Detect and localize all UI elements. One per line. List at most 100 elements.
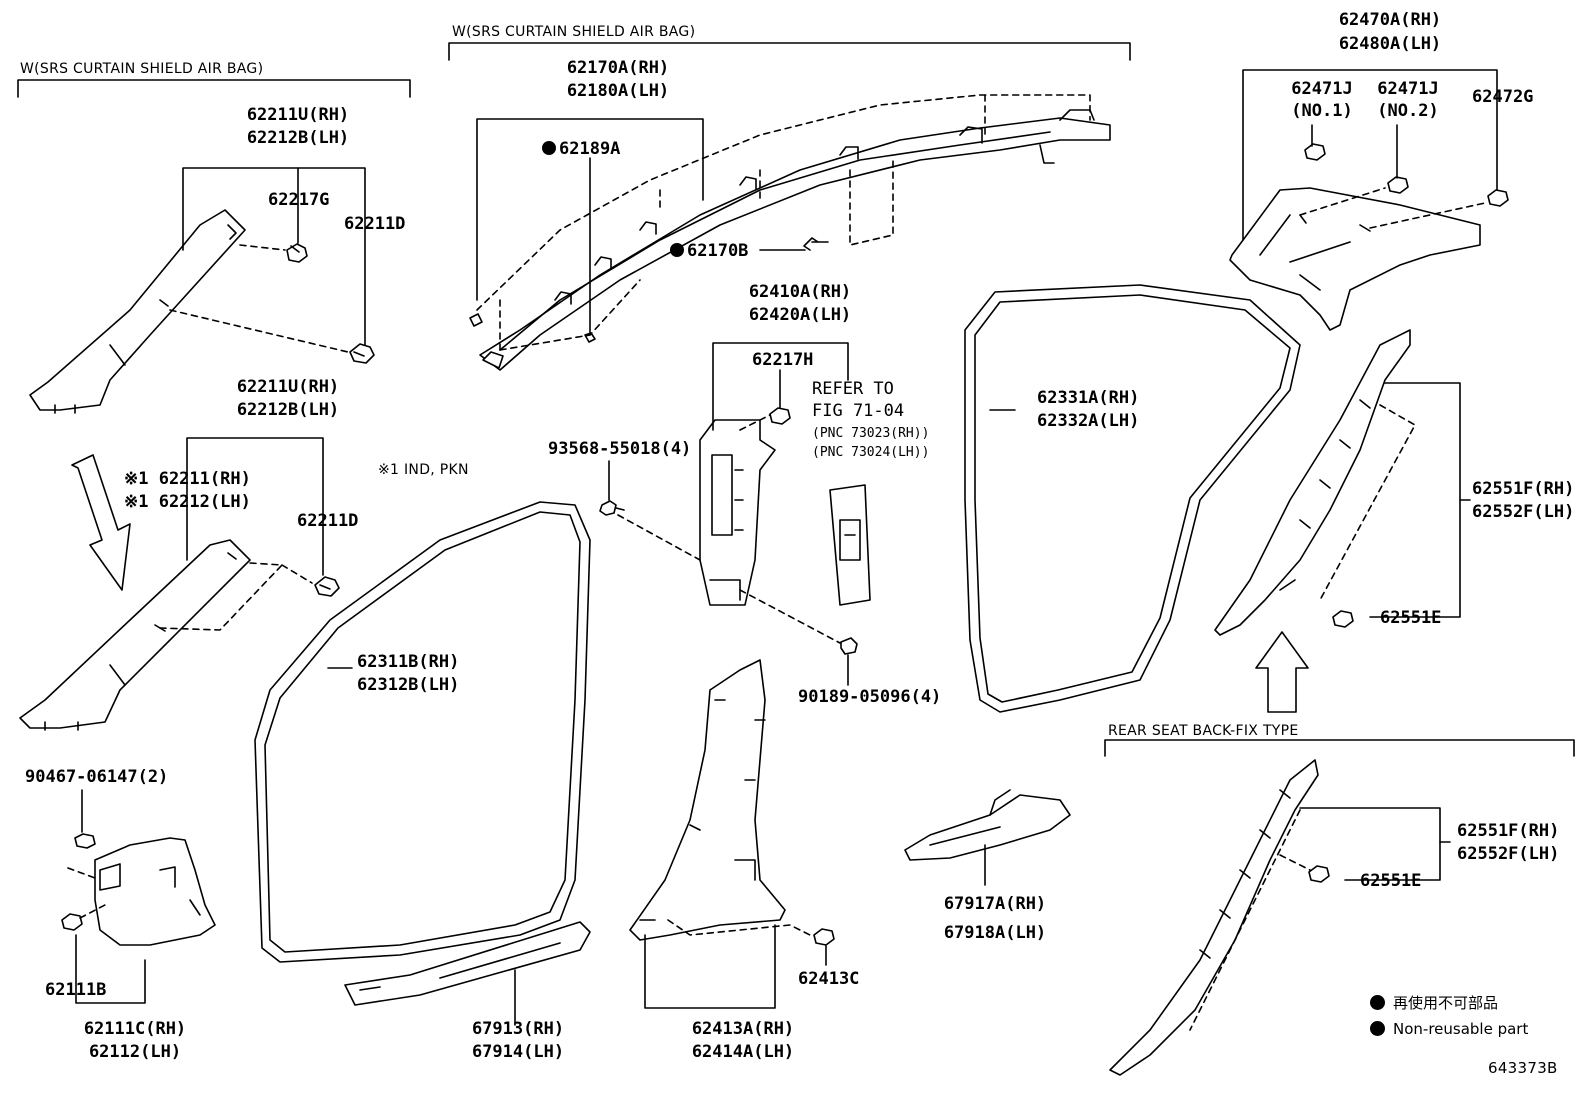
part-62112-lh[interactable]: 62112(LH) xyxy=(88,1042,182,1062)
part-93568-55018[interactable]: 93568-55018(4) xyxy=(548,439,692,459)
non-reusable-bullet-icon xyxy=(670,243,684,257)
leaders-center-upper xyxy=(608,342,849,686)
leaders-center-lower xyxy=(644,919,827,1009)
clips-top-right xyxy=(1304,143,1509,207)
part-62551E-a[interactable]: 62551E xyxy=(1380,608,1442,628)
leaders-top-right xyxy=(1242,69,1498,241)
non-reusable-bullet-icon xyxy=(542,141,556,155)
part-62413A-rh[interactable]: 62413A(RH) xyxy=(691,1019,795,1039)
part-62189A[interactable]: 62189A xyxy=(542,138,620,160)
cowl-side-trim xyxy=(94,837,216,946)
clip-62111B-icon xyxy=(61,913,83,931)
note-ind-pkn: ※1 IND, PKN xyxy=(378,462,469,478)
part-67917A-rh[interactable]: 67917A(RH) xyxy=(943,894,1047,914)
clip-62551E-icon-a xyxy=(1332,610,1354,628)
figure-code: 643373B xyxy=(1488,1059,1558,1077)
part-62211-rh[interactable]: ※1 62211(RH) xyxy=(124,469,251,489)
roof-side-garnish xyxy=(1229,187,1481,331)
pnc-lh: (PNC 73024(LH)) xyxy=(812,445,930,460)
non-reusable-dot-icon xyxy=(1370,1021,1385,1036)
part-62211D-a[interactable]: 62211D xyxy=(344,214,406,234)
legend-en-text: Non-reusable part xyxy=(1393,1020,1529,1038)
part-62551F-rh-b[interactable]: 62551F(RH) xyxy=(1457,821,1560,841)
part-62212B-lh-b[interactable]: 62212B(LH) xyxy=(236,400,340,420)
non-reusable-dot-icon xyxy=(1370,995,1385,1010)
caption-rear-seat: REAR SEAT BACK-FIX TYPE xyxy=(1108,723,1299,739)
clip-62217G-icon xyxy=(286,243,308,263)
fig-ref-seatbelt-anchor xyxy=(829,484,871,606)
part-62212B-lh-a[interactable]: 62212B(LH) xyxy=(246,128,350,148)
direction-arrow-up xyxy=(1255,631,1309,713)
a-pillar-garnish-lower xyxy=(19,539,251,731)
pnc-rh: (PNC 73023(RH)) xyxy=(812,426,930,441)
part-62170A-rh[interactable]: 62170A(RH) xyxy=(566,58,670,78)
rear-seat-side-garnish-a xyxy=(1214,329,1411,636)
part-62189A-text: 62189A xyxy=(559,139,621,159)
part-62471J-no1-sub: (NO.1) xyxy=(1291,101,1353,121)
part-62471J-no1[interactable]: 62471J xyxy=(1291,79,1353,99)
part-62471J-no2-sub: (NO.2) xyxy=(1377,101,1439,121)
part-62552F-lh-b[interactable]: 62552F(LH) xyxy=(1457,844,1560,864)
group-bracket-top-airbag xyxy=(448,42,1131,61)
part-90467-06147[interactable]: 90467-06147(2) xyxy=(25,767,169,787)
refer-to[interactable]: REFER TO xyxy=(812,379,894,399)
part-62410A-rh[interactable]: 62410A(RH) xyxy=(748,282,852,302)
part-62552F-lh-a[interactable]: 62552F(LH) xyxy=(1472,502,1575,522)
part-62312B-lh[interactable]: 62312B(LH) xyxy=(357,675,460,695)
clip-90189-icon xyxy=(840,637,858,655)
rear-seat-side-garnish-b xyxy=(1109,759,1319,1076)
group-bracket-rear-seat xyxy=(1104,739,1575,757)
part-62180A-lh[interactable]: 62180A(LH) xyxy=(566,81,670,101)
part-62311B-rh[interactable]: 62311B(RH) xyxy=(357,652,460,672)
rear-scuff-plate xyxy=(904,789,1071,861)
center-pillar-garnish-lower xyxy=(629,659,786,941)
part-62111B[interactable]: 62111B xyxy=(45,980,107,1000)
clip-90467-icon xyxy=(74,833,96,849)
part-62170B-text: 62170B xyxy=(687,241,749,261)
part-62480A-lh[interactable]: 62480A(LH) xyxy=(1338,34,1442,54)
clip-62211D-icon-b xyxy=(314,576,340,597)
fig-ref[interactable]: FIG 71-04 xyxy=(812,401,905,421)
part-62472G[interactable]: 62472G xyxy=(1472,87,1534,107)
leaders-rear-seat-b xyxy=(1189,807,1451,1031)
part-62413C[interactable]: 62413C xyxy=(798,969,860,989)
leaders-airbag xyxy=(476,94,1091,351)
part-62331A-rh[interactable]: 62331A(RH) xyxy=(1037,388,1140,408)
part-67914-lh[interactable]: 67914(LH) xyxy=(471,1042,565,1062)
leaders-upper-left xyxy=(169,167,366,353)
part-62217H[interactable]: 62217H xyxy=(752,350,814,370)
caption-left-airbag: W(SRS CURTAIN SHIELD AIR BAG) xyxy=(20,61,264,77)
part-62217G[interactable]: 62217G xyxy=(268,190,330,210)
part-62414A-lh[interactable]: 62414A(LH) xyxy=(691,1042,795,1062)
leaders-cowl xyxy=(67,789,146,1004)
part-62212-lh[interactable]: ※1 62212(LH) xyxy=(124,492,251,512)
part-62420A-lh[interactable]: 62420A(LH) xyxy=(748,305,852,325)
caption-top-airbag: W(SRS CURTAIN SHIELD AIR BAG) xyxy=(452,24,696,40)
part-62470A-rh[interactable]: 62470A(RH) xyxy=(1338,10,1442,30)
part-67918A-lh[interactable]: 67918A(LH) xyxy=(943,923,1047,943)
clip-62170B-icon xyxy=(803,237,829,251)
part-62332A-lh[interactable]: 62332A(LH) xyxy=(1037,411,1140,431)
direction-arrow-down xyxy=(71,454,131,591)
legend-en: Non-reusable part xyxy=(1370,1020,1528,1038)
curtain-airbag-assembly xyxy=(469,109,1111,371)
leaders-lower-left xyxy=(159,437,324,631)
legend-jp-text: 再使用不可部品 xyxy=(1393,994,1499,1012)
front-door-weatherstrip xyxy=(254,501,591,963)
part-62211U-rh-a[interactable]: 62211U(RH) xyxy=(246,105,350,125)
part-62551F-rh-a[interactable]: 62551F(RH) xyxy=(1472,479,1575,499)
part-67913-rh[interactable]: 67913(RH) xyxy=(471,1019,565,1039)
part-62471J-no2[interactable]: 62471J xyxy=(1377,79,1439,99)
part-62211U-rh-b[interactable]: 62211U(RH) xyxy=(236,377,340,397)
part-62111C-rh[interactable]: 62111C(RH) xyxy=(83,1019,187,1039)
part-62170B[interactable]: 62170B xyxy=(670,240,748,262)
leaders-rear-seat-a xyxy=(1319,382,1471,618)
a-pillar-garnish-upper xyxy=(29,209,246,414)
part-90189-05096[interactable]: 90189-05096(4) xyxy=(798,687,942,707)
rear-door-weatherstrip xyxy=(964,284,1301,713)
front-scuff-plate xyxy=(344,921,591,1006)
part-62211D-b[interactable]: 62211D xyxy=(297,511,359,531)
part-62551E-b[interactable]: 62551E xyxy=(1360,871,1422,891)
group-bracket-left-airbag xyxy=(17,79,411,98)
